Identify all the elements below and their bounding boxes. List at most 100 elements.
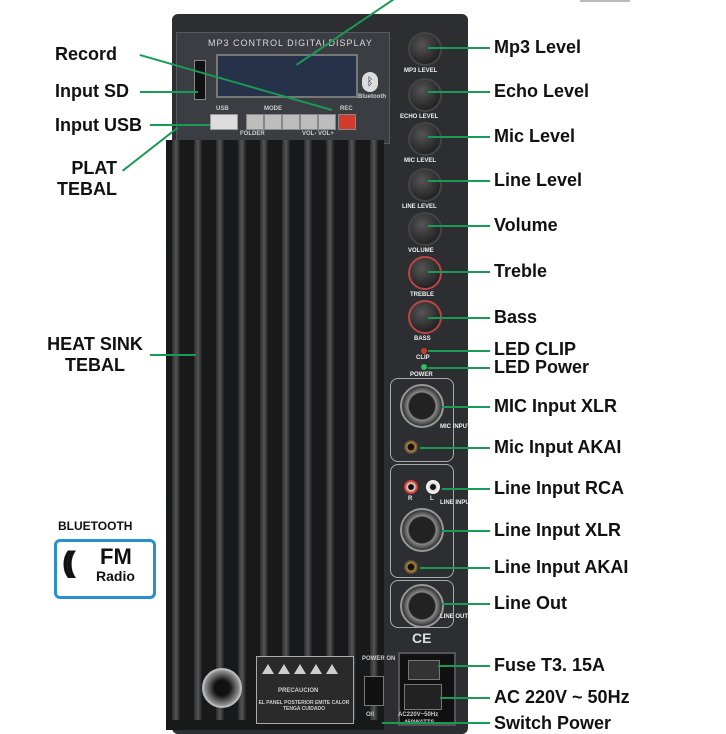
line-out-text: LINE OUT	[440, 614, 468, 620]
precaucion-text: PRECAUCION	[278, 688, 319, 694]
mic-akai-jack[interactable]	[404, 440, 418, 454]
echo-level-knob[interactable]	[408, 78, 442, 112]
knob-label: TREBLE	[410, 292, 434, 298]
label-mic-input-akai: Mic Input AKAI	[494, 437, 622, 457]
knob-label: MIC LEVEL	[404, 158, 437, 164]
play-pause-button[interactable]	[246, 114, 264, 130]
mode-button[interactable]	[264, 114, 282, 130]
heat-sink-fin	[260, 140, 268, 720]
sd-card-slot[interactable]	[194, 60, 206, 100]
speakon-output[interactable]	[202, 668, 242, 708]
label-heat-sink-line2: TEBAL	[65, 354, 125, 375]
warning-triangle-icon	[310, 664, 322, 674]
leader-line-akai	[420, 567, 490, 569]
mp3-module-title: MP3 CONTROL DIGITALDISPLAY	[208, 38, 373, 48]
label-led-clip: LED CLIP	[494, 339, 577, 359]
warning-triangle-icon	[326, 664, 338, 674]
label-fuse: Fuse T3. 15A	[494, 655, 606, 675]
label-plat-line1: PLAT	[71, 158, 117, 178]
leader-echo-level	[428, 91, 490, 93]
leader-led-power	[428, 367, 490, 369]
heat-sink-fin	[304, 140, 312, 720]
usb-text: USB	[216, 106, 229, 112]
folder-text: FOLDER	[240, 131, 265, 137]
line-xlr-jack[interactable]	[400, 508, 444, 552]
label-plat-tebal: PLAT TEBAL	[55, 158, 117, 199]
led-power	[421, 364, 427, 370]
leader-switch	[382, 722, 490, 724]
volume-knob[interactable]	[408, 212, 442, 246]
label-line-input-rca: Line Input RCA	[494, 478, 624, 498]
leader-ac	[440, 697, 490, 699]
fm-bluetooth-text: BLUETOOTH	[58, 519, 133, 533]
leader-mic-akai	[420, 447, 490, 449]
rca-left-jack[interactable]	[426, 480, 440, 494]
ac-power-socket[interactable]	[404, 684, 442, 710]
label-treble: Treble	[494, 261, 548, 281]
repeat-button[interactable]	[282, 114, 300, 130]
label-line-input-akai: Line Input AKAI	[494, 557, 629, 577]
treble-knob[interactable]	[408, 256, 442, 290]
warning-text: EL PANEL POSTERIOR EMITE CALOR TENGA CUI…	[258, 700, 350, 712]
vol-text: VOL- VOL+	[302, 131, 334, 137]
knob-label: MP3 LEVEL	[404, 68, 438, 74]
line-level-knob[interactable]	[408, 168, 442, 202]
heat-sink-fin	[216, 140, 224, 720]
fm-radio-badge	[54, 539, 156, 599]
fuse-holder[interactable]	[408, 660, 440, 680]
leader-bass	[428, 317, 490, 319]
mic-input-text: MIC INPUT	[440, 424, 471, 430]
leader-fuse	[438, 665, 490, 667]
leader-line-rca	[442, 488, 490, 490]
warning-triangle-icon	[262, 664, 274, 674]
heat-sink-fin	[172, 140, 180, 720]
next-button[interactable]	[318, 114, 336, 130]
usb-port[interactable]	[210, 114, 238, 130]
heat-sink-fin	[194, 140, 202, 720]
prev-button[interactable]	[300, 114, 318, 130]
label-echo-level: Echo Level	[494, 81, 590, 101]
label-bass: Bass	[494, 307, 538, 327]
heat-sink-fin	[238, 140, 246, 720]
power-text: POWER	[410, 372, 433, 378]
rec-text: REC	[340, 106, 353, 112]
mode-text: MODE	[264, 106, 282, 112]
ce-mark: CE	[412, 630, 432, 646]
label-led-power: LED Power	[494, 357, 590, 377]
knob-label: BASS	[414, 336, 431, 342]
label-switch-power: Switch Power	[494, 713, 612, 733]
line-akai-jack[interactable]	[404, 560, 418, 574]
line-out-xlr-jack[interactable]	[400, 584, 444, 628]
knob-label: ECHO LEVEL	[400, 114, 439, 120]
leader-input-usb	[150, 124, 210, 126]
ac-rating-text: AC220V~50Hz	[398, 712, 439, 718]
mic-level-knob[interactable]	[408, 122, 442, 156]
leader-heat-sink	[150, 354, 196, 356]
label-mic-input-xlr: MIC Input XLR	[494, 396, 617, 416]
power-switch[interactable]	[364, 676, 384, 706]
leader-volume	[428, 225, 490, 227]
record-button[interactable]	[338, 114, 356, 130]
clip-text: CLIP	[416, 355, 430, 361]
mp3-level-knob[interactable]	[408, 32, 442, 66]
leader-line-level	[428, 180, 490, 182]
heat-sink-fin	[348, 140, 356, 720]
rca-right-jack[interactable]	[404, 480, 418, 494]
knob-label: VOLUME	[408, 248, 434, 254]
leader-mic-xlr	[442, 406, 490, 408]
leader-led-clip	[428, 350, 490, 352]
r-text: R	[408, 496, 413, 502]
heat-sink-fin	[326, 140, 334, 720]
heat-sink-fin	[282, 140, 290, 720]
mic-xlr-jack[interactable]	[400, 384, 444, 428]
label-ac-power: AC 220V ~ 50Hz	[494, 687, 630, 707]
led-clip	[421, 348, 427, 354]
label-input-usb: Input USB	[55, 115, 142, 135]
label-mp3-level: Mp3 Level	[494, 37, 582, 57]
fm-text: FM	[100, 544, 132, 569]
heat-sink-fin	[370, 140, 378, 720]
leader-mic-level	[428, 136, 490, 138]
knob-label: LINE LEVEL	[402, 204, 437, 210]
lcd-display	[216, 54, 358, 98]
bluetooth-text: Bluetooth	[358, 94, 386, 100]
